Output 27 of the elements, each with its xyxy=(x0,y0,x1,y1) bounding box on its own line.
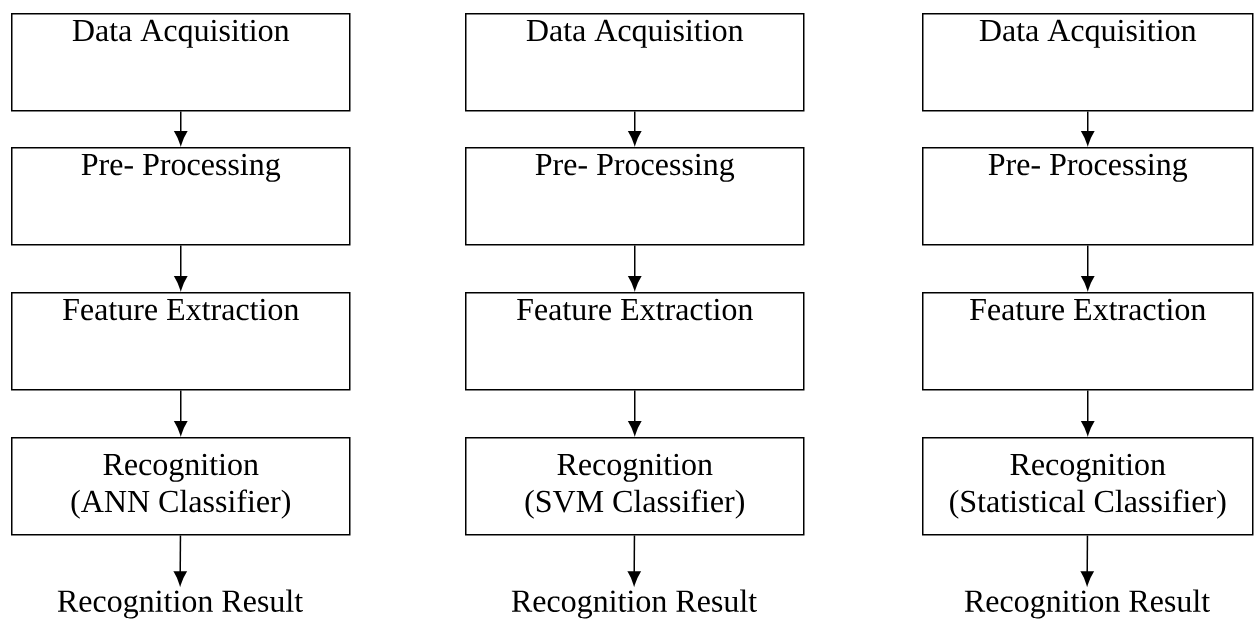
process-box: Feature Extraction xyxy=(922,292,1254,391)
result-text: Recognition Result xyxy=(511,589,757,619)
result-text: Recognition Result xyxy=(964,589,1210,619)
process-box: Recognition (Statistical Classifier) xyxy=(922,437,1254,536)
arrow xyxy=(628,244,642,291)
arrow xyxy=(174,389,188,436)
arrow xyxy=(1080,534,1094,586)
process-box: Data Acquisition xyxy=(922,13,1254,112)
arrow xyxy=(628,110,642,146)
process-box: Pre- Processing xyxy=(922,147,1254,246)
process-box: Pre- Processing xyxy=(11,147,351,246)
arrow xyxy=(627,534,641,586)
arrow xyxy=(174,110,188,146)
process-box: Data Acquisition xyxy=(11,13,351,112)
arrow xyxy=(628,389,642,436)
process-box: Recognition (SVM Classifier) xyxy=(465,437,805,536)
arrow xyxy=(174,244,188,291)
arrow xyxy=(1081,110,1095,146)
result-text: Recognition Result xyxy=(57,589,303,619)
arrow xyxy=(173,534,187,586)
process-box: Recognition (ANN Classifier) xyxy=(11,437,351,536)
process-box: Feature Extraction xyxy=(465,292,805,391)
arrow xyxy=(1081,244,1095,291)
process-box: Data Acquisition xyxy=(465,13,805,112)
process-box: Pre- Processing xyxy=(465,147,805,246)
process-box: Feature Extraction xyxy=(11,292,351,391)
arrow xyxy=(1081,389,1095,436)
